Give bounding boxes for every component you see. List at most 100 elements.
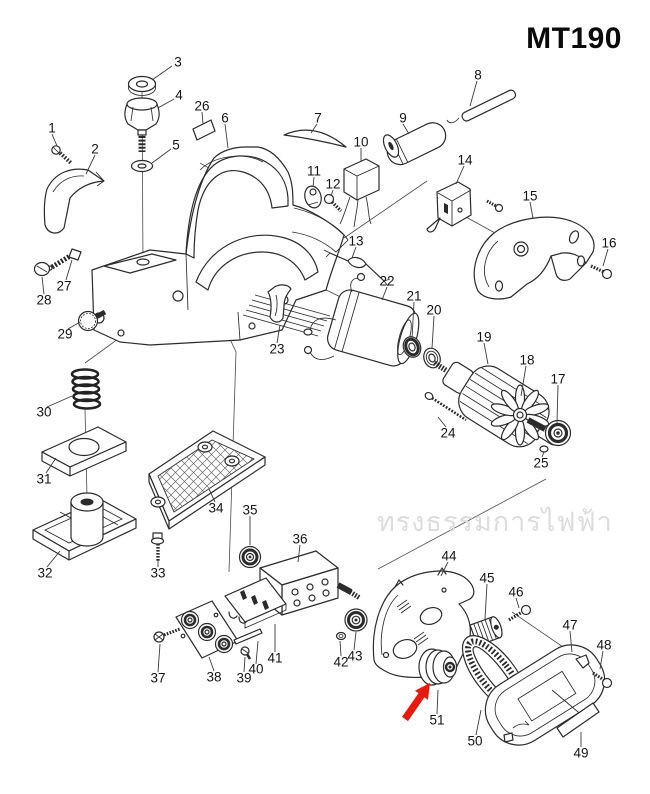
part-label-15: 15: [522, 189, 537, 204]
part-48-screw: [593, 673, 612, 688]
part-10-switch: [340, 159, 379, 227]
part-label-29: 29: [57, 327, 72, 342]
part-label-41: 41: [267, 651, 282, 666]
part-label-26: 26: [194, 99, 209, 114]
part-label-37: 37: [150, 671, 165, 686]
part-28-cap: [35, 263, 50, 276]
part-label-32: 32: [37, 566, 52, 581]
part-label-4: 4: [175, 88, 183, 103]
watermark-text: ทรงธรรมการไฟฟ้า: [377, 507, 613, 537]
part-15-handle: [474, 217, 594, 299]
part-label-24: 24: [440, 426, 456, 441]
part-label-8: 8: [474, 68, 482, 83]
part-4-knob: [125, 98, 159, 152]
part-label-7: 7: [314, 111, 322, 126]
part-label-34: 34: [208, 501, 224, 516]
part-21-bearing: [400, 334, 423, 360]
part-2-guard: [44, 169, 104, 233]
part-label-13: 13: [348, 234, 363, 249]
part-label-44: 44: [441, 549, 457, 564]
part-37-bolt: [154, 629, 180, 642]
part-40-blade: [234, 629, 262, 644]
part-44-end-frame: [373, 568, 473, 677]
part-39-screw: [241, 647, 250, 659]
part-9-cord-guard: [380, 118, 450, 169]
part-26-nameplate: [193, 120, 215, 140]
part-label-40: 40: [248, 662, 263, 677]
part-42-ring: [337, 633, 346, 640]
part-13-lead-wire: [324, 250, 390, 286]
part-8-cord-tail: [447, 118, 459, 123]
part-label-2: 2: [91, 142, 99, 157]
part-label-25: 25: [533, 456, 548, 471]
part-label-27: 27: [56, 279, 71, 294]
part-32-base: [33, 493, 136, 560]
part-label-22: 22: [379, 274, 394, 289]
part-51-pulley: [419, 649, 457, 685]
part-label-28: 28: [36, 293, 51, 308]
part-label-17: 17: [550, 372, 565, 387]
part-17-bearing: [546, 421, 571, 446]
part-25-ring: [540, 446, 548, 452]
part-label-45: 45: [479, 571, 494, 586]
part-label-49: 49: [573, 746, 588, 761]
part-label-51: 51: [429, 713, 444, 728]
part-12-screw: [325, 195, 342, 212]
part-label-16: 16: [601, 236, 616, 251]
part-label-48: 48: [596, 638, 611, 653]
part-label-19: 19: [476, 330, 491, 345]
part-33-screw: [152, 533, 164, 562]
part-31-plate: [42, 427, 126, 476]
part-47-belt-cover: [474, 634, 616, 757]
part-label-3: 3: [174, 55, 182, 70]
part-label-5: 5: [172, 138, 180, 153]
part-14-bracket: [427, 182, 503, 232]
part-23-deflector: [268, 285, 291, 322]
highlight-arrow: [402, 683, 430, 722]
part-label-18: 18: [519, 353, 534, 368]
part-label-10: 10: [353, 135, 368, 150]
part-label-31: 31: [36, 472, 51, 487]
part-label-12: 12: [325, 177, 340, 192]
part-label-42: 42: [333, 655, 348, 670]
part-label-6: 6: [221, 111, 229, 126]
part-46-screw: [509, 606, 531, 621]
part-label-1: 1: [48, 121, 56, 136]
part-7-leaf: [284, 130, 346, 147]
part-label-35: 35: [242, 503, 257, 518]
part-label-11: 11: [307, 164, 321, 179]
part-label-39: 39: [236, 671, 251, 686]
part-label-21: 21: [406, 289, 421, 304]
part-30-spring: [72, 370, 100, 409]
part-16-screw: [591, 266, 612, 279]
part-label-47: 47: [562, 618, 577, 633]
part-label-50: 50: [467, 734, 482, 749]
part-5-washer: [132, 161, 153, 172]
part-38-clamp-plate: [176, 601, 238, 658]
part-11-lever: [302, 184, 323, 209]
part-19-armature: [419, 338, 574, 465]
part-35-bearing: [240, 547, 261, 568]
part-27-spring-screw: [48, 249, 81, 270]
model-title: MT190: [526, 22, 622, 55]
part-label-36: 36: [292, 532, 307, 547]
part-24-screw: [424, 391, 466, 420]
part-3-washer: [129, 77, 156, 96]
part-label-20: 20: [426, 303, 441, 318]
part-label-43: 43: [347, 649, 362, 664]
part-label-30: 30: [36, 405, 51, 420]
part-34-base-plate: [149, 431, 265, 529]
part-label-23: 23: [269, 342, 284, 357]
part-41-adjust-plate: [225, 578, 286, 628]
part-8-cord: [461, 89, 517, 123]
part-29-thumb-screw: [79, 312, 106, 331]
part-label-38: 38: [206, 670, 221, 685]
part-label-9: 9: [399, 111, 407, 126]
part-label-33: 33: [150, 566, 165, 581]
part-label-14: 14: [457, 153, 473, 168]
leader-lines: [42, 66, 608, 747]
part-43-bearing: [345, 609, 367, 631]
